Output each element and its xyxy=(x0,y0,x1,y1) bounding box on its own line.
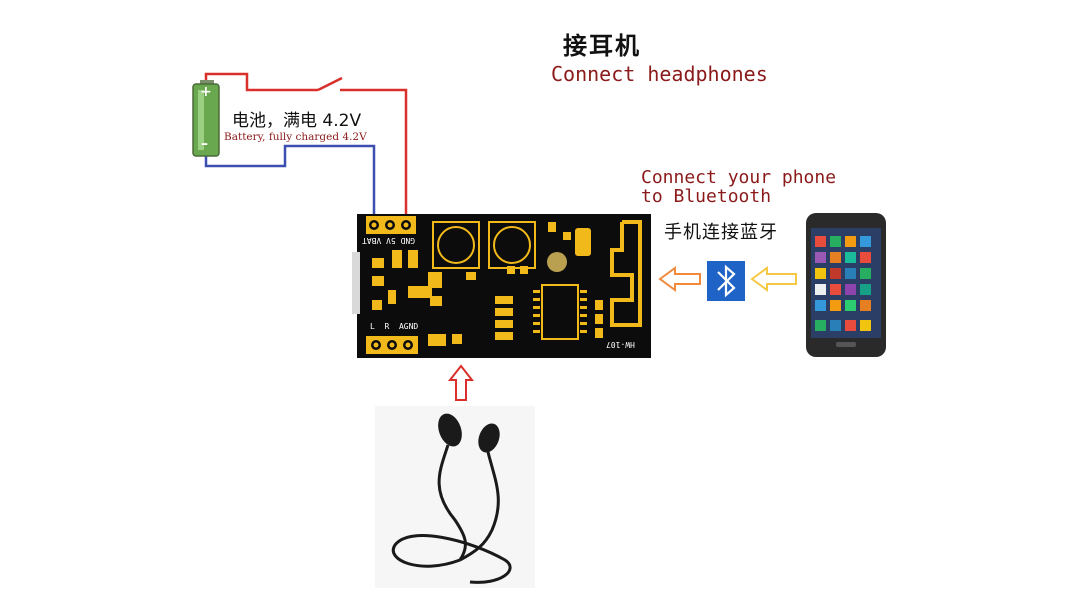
phone-signal-arrow xyxy=(750,266,797,292)
pin-r-label: R xyxy=(384,322,390,331)
headphones-to-board-arrow xyxy=(447,364,475,401)
battery-label-en: Battery, fully charged 4.2V xyxy=(224,131,367,143)
battery-minus-sign: – xyxy=(201,136,208,152)
battery-label-cn: 电池，满电 4.2V xyxy=(232,111,362,131)
negative-wire xyxy=(204,144,376,224)
earphones-icon xyxy=(375,406,535,588)
battery-icon xyxy=(192,80,220,157)
title-cn: 接耳机 xyxy=(563,32,641,60)
bluetooth-icon xyxy=(707,261,745,301)
title-en: Connect headphones xyxy=(551,62,768,86)
audio-pin-labels: L R AGND xyxy=(370,322,418,331)
bluetooth-module-board xyxy=(352,214,651,358)
wiring xyxy=(204,72,408,224)
switch-icon xyxy=(317,76,343,92)
battery-plus-sign: + xyxy=(200,84,212,100)
positive-wire-to-board xyxy=(340,88,408,224)
phone-label-cn: 手机连接蓝牙 xyxy=(664,222,778,243)
positive-wire xyxy=(204,72,318,92)
pin-agnd-label: AGND xyxy=(398,322,419,331)
pin-gnd-label: GND xyxy=(400,236,416,245)
pin-vbat-label: VBAT xyxy=(362,236,382,245)
board-model-label: HW-107 xyxy=(606,340,635,349)
phone-label-en: Connect your phone to Bluetooth xyxy=(641,167,837,207)
pin-l-label: L xyxy=(370,322,375,331)
pin-5v-label: 5V xyxy=(386,236,396,245)
smartphone-icon xyxy=(806,213,886,357)
phone-to-board-arrow xyxy=(658,266,701,292)
power-pin-labels: GND 5V VBAT xyxy=(362,236,415,245)
